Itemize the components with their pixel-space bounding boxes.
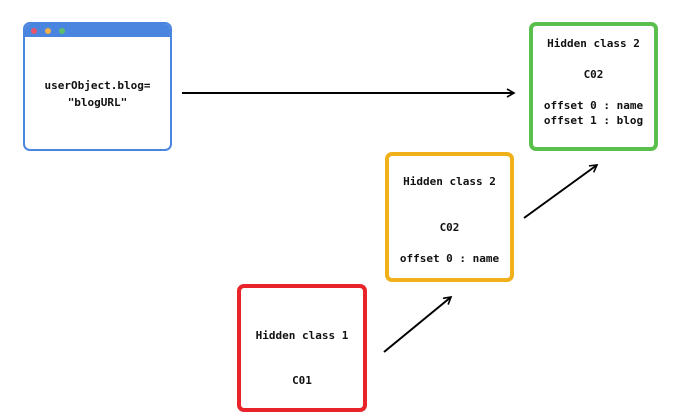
class-title: Hidden class 1 — [255, 329, 349, 342]
arrow-initial-to-intermediate — [383, 295, 453, 353]
class-id: C01 — [292, 374, 312, 387]
offset-entry: offset 0 : name — [543, 99, 644, 112]
minimize-dot-icon — [45, 28, 51, 34]
class-id: C02 — [583, 68, 604, 81]
class-title: Hidden class 2 — [403, 175, 496, 188]
code-line: "blogURL" — [67, 96, 128, 109]
offset-entry: offset 1 : blog — [543, 114, 644, 127]
browser-window: userObject.blog= "blogURL" — [23, 22, 172, 151]
code-line: userObject.blog= — [44, 79, 151, 92]
hidden-class-final-box: Hidden class 2 C02 offset 0 : name offse… — [529, 22, 658, 151]
offset-entry: offset 0 : name — [399, 252, 500, 265]
maximize-dot-icon — [59, 28, 65, 34]
class-title: Hidden class 2 — [547, 37, 640, 50]
code-snippet: userObject.blog= "blogURL" — [25, 77, 170, 111]
hidden-class-initial-box: Hidden class 1 C01 — [237, 284, 367, 412]
hidden-class-intermediate-box: Hidden class 2 C02 offset 0 : name — [385, 152, 514, 282]
arrow-intermediate-to-final — [523, 164, 599, 219]
class-id: C02 — [439, 221, 460, 234]
window-titlebar — [25, 24, 170, 37]
close-dot-icon — [31, 28, 37, 34]
